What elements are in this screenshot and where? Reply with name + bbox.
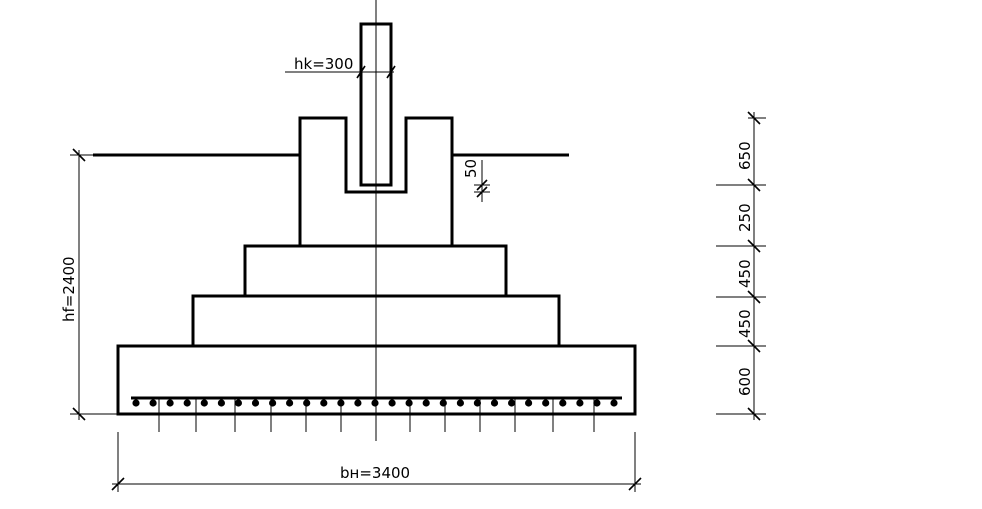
rebar-bar [473,399,481,407]
rebar-bar [234,399,242,407]
dim-tick [386,65,396,79]
rebar-bar [320,399,328,407]
column-width-label: hk=300 [294,55,353,73]
rebar-bar [610,399,618,407]
rebar-bar [576,399,584,407]
dim-tick [72,148,86,162]
rebar-bar [251,399,260,407]
rebar-bar [490,399,499,407]
rebar-bar [183,399,191,407]
dim-tick [747,239,761,253]
rebar-bar [217,399,225,407]
rebar-bar [132,399,140,407]
height-breakdown-dims: 650 250 450 450 600 [716,111,766,421]
dim-tick [476,186,488,198]
dim-tick [747,178,761,192]
rebar-bar [303,399,311,407]
rebar-bar [166,399,174,407]
rebar-bar [508,399,516,407]
rebar-bar [149,399,157,407]
rebar-bar [439,399,447,407]
rebar-bar [456,399,464,407]
rebar-bar [593,399,601,407]
height-dim-label: 450 [736,309,754,338]
height-dim-label: 600 [736,367,754,396]
dim-tick [747,111,761,125]
gap-dim: 50 [462,159,490,202]
column-width-dim: hk=300 [285,55,396,79]
rebar-bar [371,399,379,407]
dim-tick [72,407,86,421]
rebar-bar [286,399,294,407]
height-dim-label: 450 [736,259,754,288]
dim-tick [628,477,642,491]
gap-label: 50 [462,159,480,178]
rebar-bar [559,399,567,407]
dim-tick [747,290,761,304]
rebar-bar [405,399,413,407]
total-height-dim: hf=2400 [60,148,118,421]
rebar-bar [388,399,396,407]
total-height-label: hf=2400 [60,256,78,322]
rebar-bar [354,399,362,407]
height-dim-label: 250 [736,203,754,232]
rebar-bar [200,399,208,407]
rebar-bar [269,399,277,407]
rebar-bar [542,399,550,407]
base-width-dim: bн=3400 [111,432,642,492]
dim-tick [747,339,761,353]
dim-tick [747,407,761,421]
dim-tick [356,65,366,79]
reinforcement [131,396,622,432]
dim-tick [476,179,488,191]
base-width-label: bн=3400 [340,464,410,482]
height-dim-label: 650 [736,141,754,170]
rebar-bar [525,399,533,407]
dim-tick [111,477,125,491]
rebar-bar [422,399,430,407]
